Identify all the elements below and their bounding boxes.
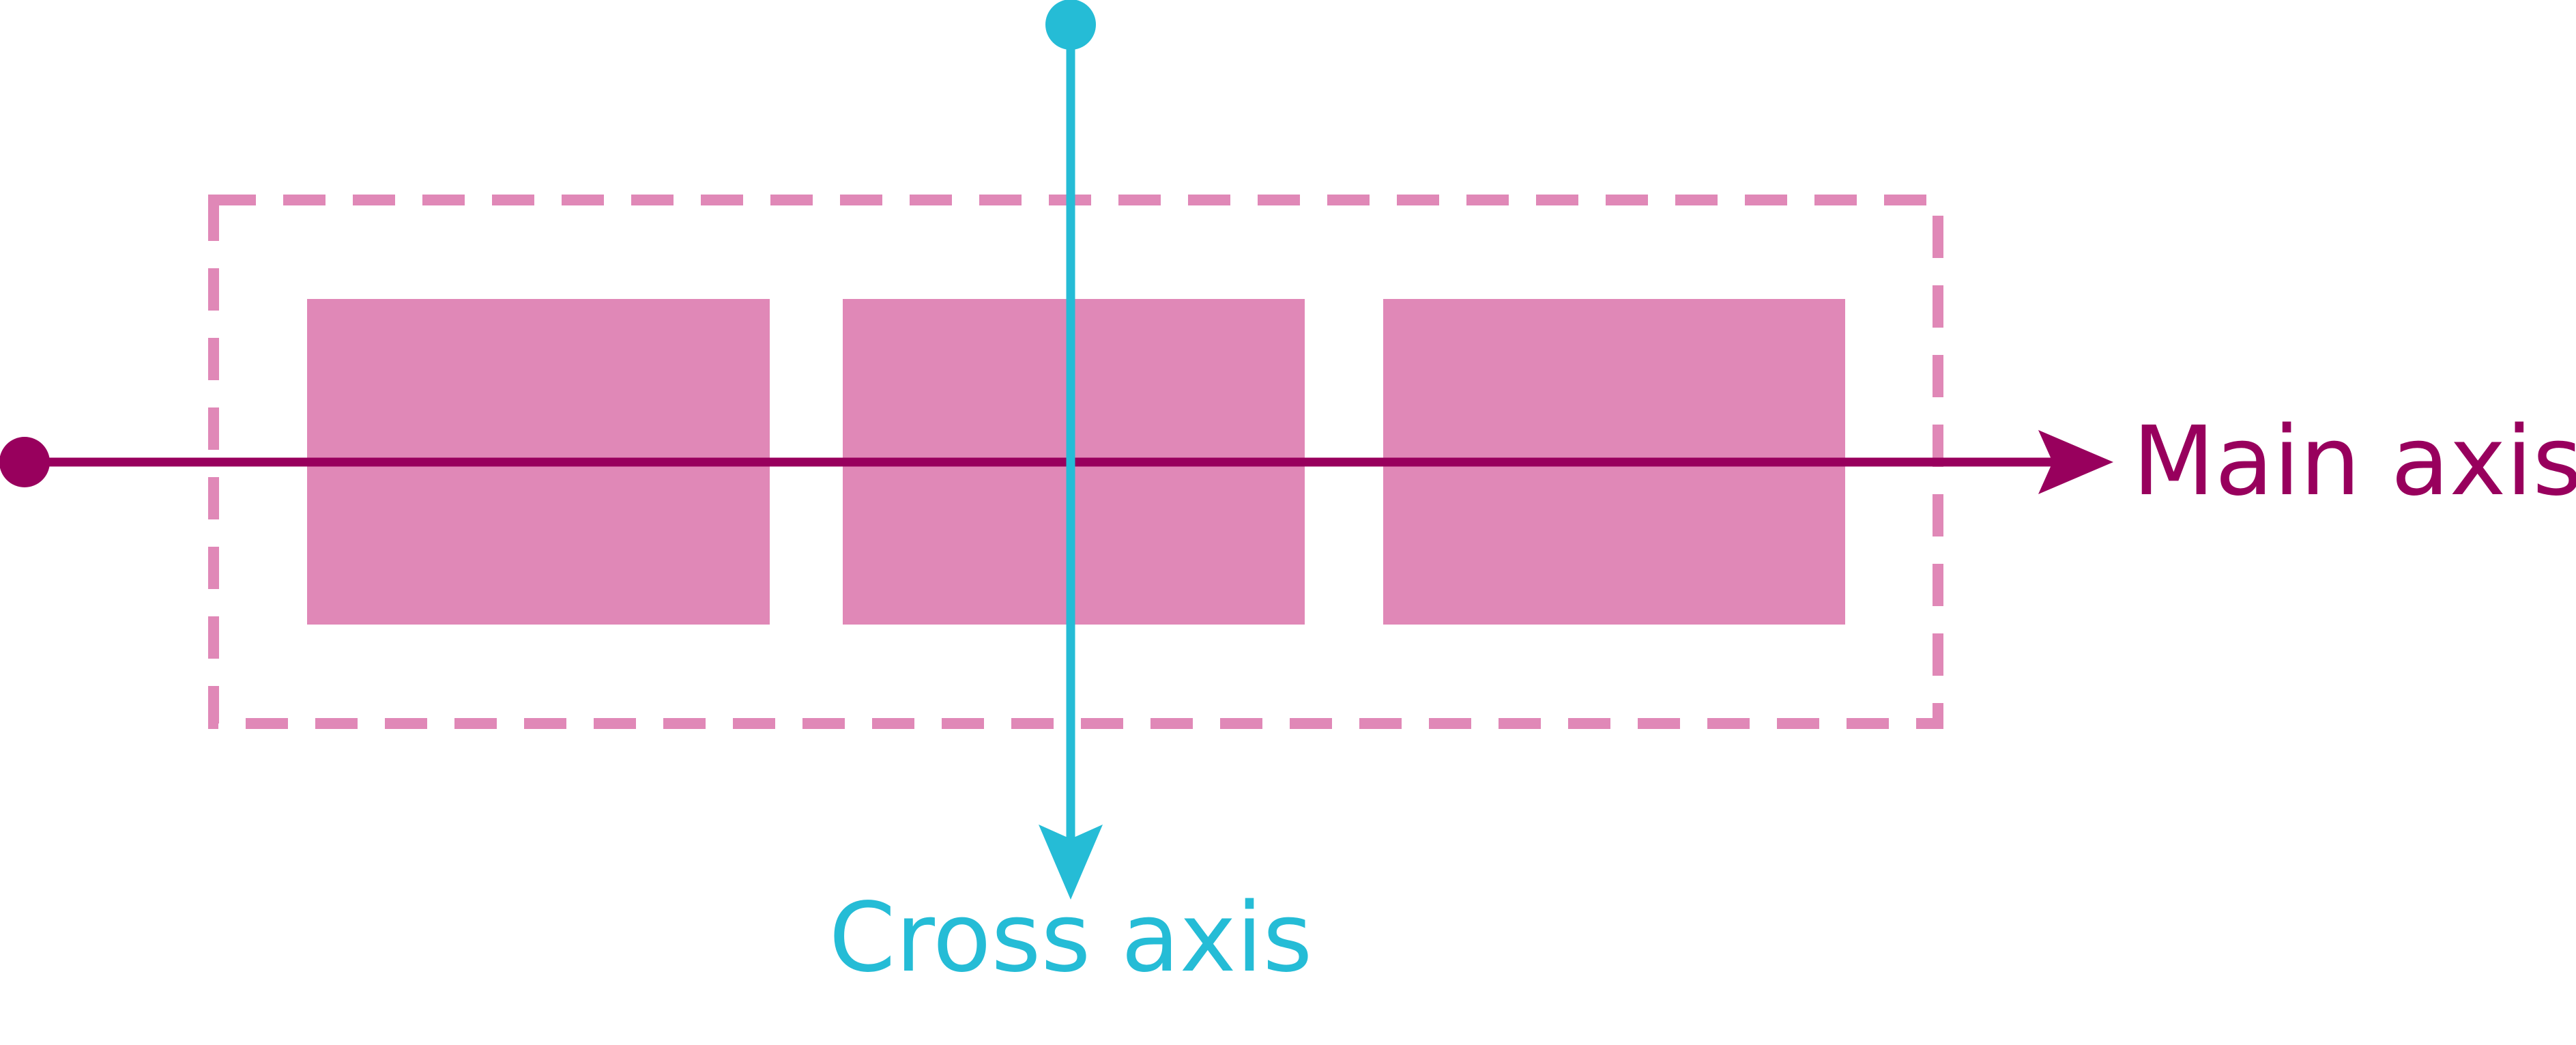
cross-axis-start-dot — [1045, 0, 1096, 50]
main-axis — [0, 430, 2113, 494]
main-axis-label: Main axis — [2132, 406, 2576, 517]
cross-axis-label: Cross axis — [829, 883, 1313, 994]
cross-axis-arrowhead — [1039, 825, 1103, 900]
main-axis-start-dot — [0, 437, 50, 487]
cross-axis — [1039, 0, 1103, 900]
main-axis-arrowhead — [2038, 430, 2113, 494]
